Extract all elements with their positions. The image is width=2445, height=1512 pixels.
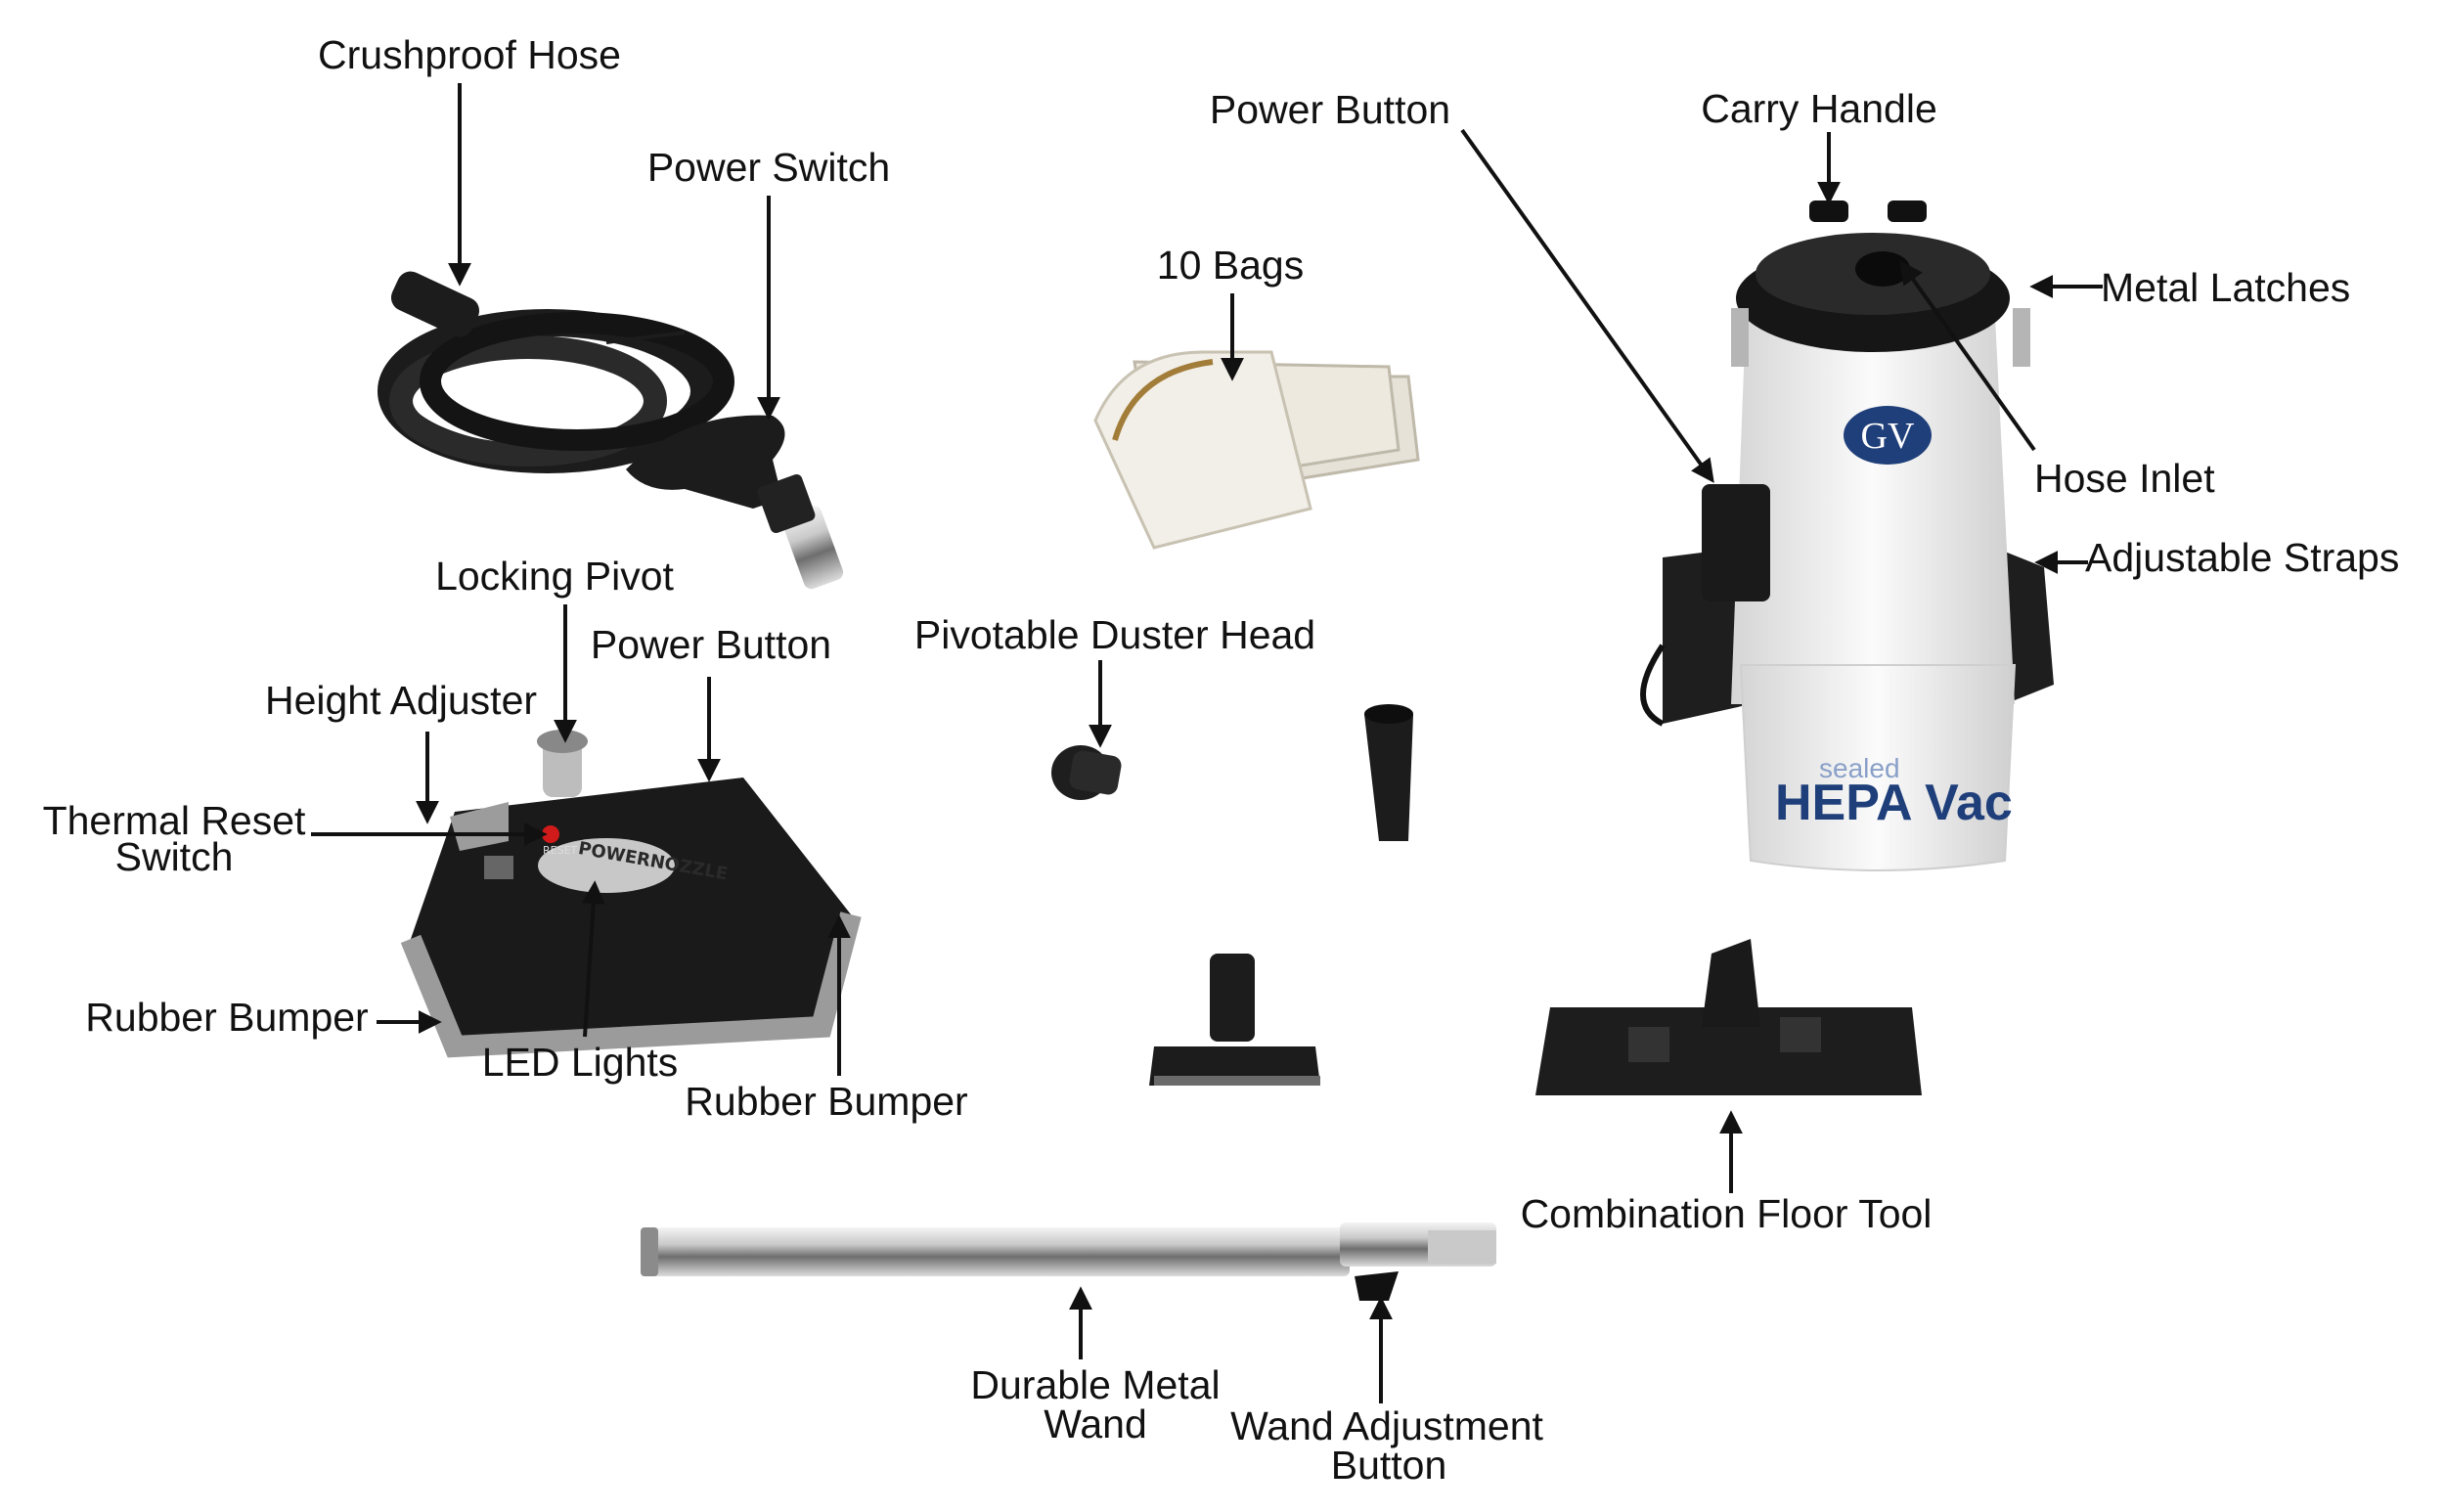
label-pivotable-duster-head: Pivotable Duster Head bbox=[914, 612, 1315, 657]
label-power-switch: Power Switch bbox=[647, 145, 890, 190]
arrow-power-button-main bbox=[1460, 128, 1714, 483]
label-wand-adjustment-line2: Button bbox=[1331, 1443, 1447, 1488]
label-locking-pivot: Locking Pivot bbox=[435, 554, 674, 599]
canister-brand-text: HEPA Vac bbox=[1775, 775, 2013, 831]
crevice-tool-illustration bbox=[1364, 704, 1413, 841]
label-durable-metal-wand-line1: Durable Metal bbox=[970, 1362, 1220, 1407]
power-nozzle-illustration: POWERNOZZLE RESET bbox=[400, 730, 862, 1058]
label-led-lights: LED Lights bbox=[482, 1040, 679, 1085]
canister-sealed-text: sealed bbox=[1819, 753, 1900, 783]
canister-vacuum-illustration: GV sealed HEPA Vac bbox=[1640, 200, 2054, 871]
label-carry-handle: Carry Handle bbox=[1701, 86, 1937, 131]
label-metal-latches: Metal Latches bbox=[2101, 265, 2350, 310]
label-rubber-bumper-left: Rubber Bumper bbox=[85, 995, 368, 1040]
duster-head-illustration bbox=[1051, 745, 1122, 800]
nozzle-reset-text: RESET bbox=[543, 844, 578, 857]
callout-arrows bbox=[311, 83, 2103, 1403]
gv-logo-text: GV bbox=[1861, 416, 1915, 457]
bags-illustration bbox=[1093, 350, 1420, 550]
arrow-hose-inlet bbox=[1899, 260, 2036, 452]
label-hose-inlet: Hose Inlet bbox=[2034, 456, 2215, 501]
label-power-button-nozzle: Power Button bbox=[591, 622, 831, 667]
arrow-led-lights bbox=[581, 880, 605, 1038]
combination-floor-tool-illustration bbox=[1535, 939, 1922, 1095]
label-power-button-main: Power Button bbox=[1210, 87, 1450, 132]
gv-logo bbox=[1844, 406, 1932, 465]
label-crushproof-hose: Crushproof Hose bbox=[318, 32, 621, 77]
label-durable-metal-wand-line2: Wand bbox=[1044, 1401, 1147, 1446]
reset-button-dot bbox=[542, 825, 559, 843]
upholstery-tool-illustration bbox=[1149, 954, 1320, 1086]
callout-labels: Crushproof Hose Power Switch 10 Bags Pow… bbox=[43, 32, 2400, 1488]
label-adjustable-straps: Adjustable Straps bbox=[2085, 535, 2399, 580]
label-thermal-reset-line1: Thermal Reset bbox=[43, 798, 306, 843]
label-wand-adjustment-line1: Wand Adjustment bbox=[1230, 1403, 1543, 1448]
crushproof-hose-illustration bbox=[378, 271, 734, 473]
metal-wand-illustration bbox=[641, 1223, 1496, 1301]
label-combination-floor-tool: Combination Floor Tool bbox=[1521, 1191, 1933, 1236]
label-height-adjuster: Height Adjuster bbox=[265, 678, 537, 723]
power-switch-handle-illustration bbox=[626, 415, 844, 590]
label-rubber-bumper-bottom: Rubber Bumper bbox=[685, 1079, 967, 1124]
label-ten-bags: 10 Bags bbox=[1157, 243, 1304, 288]
label-thermal-reset-line2: Switch bbox=[115, 834, 234, 879]
